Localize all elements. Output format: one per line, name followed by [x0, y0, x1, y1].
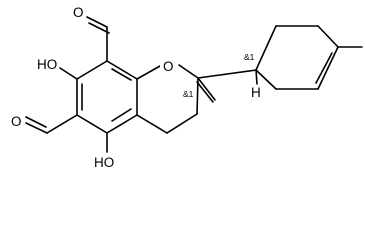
- stereo-label-c1-prime: &1: [244, 52, 255, 62]
- hydroxyl-top-label: HO: [37, 57, 57, 72]
- stereo-label-c2: &1: [183, 89, 194, 99]
- ring-oxygen-label: O: [163, 59, 174, 74]
- bonds: [25, 16, 363, 153]
- stereo-hydrogen-label: H: [251, 85, 261, 100]
- atom-labels: O O O HO HO H &1 &1: [11, 5, 261, 170]
- aldehyde-oxygen-top-label: O: [73, 5, 84, 20]
- molecule-structure: O O O HO HO H &1 &1: [11, 5, 363, 170]
- aldehyde-oxygen-left-label: O: [11, 114, 22, 129]
- hydroxyl-bottom-label: HO: [94, 155, 114, 170]
